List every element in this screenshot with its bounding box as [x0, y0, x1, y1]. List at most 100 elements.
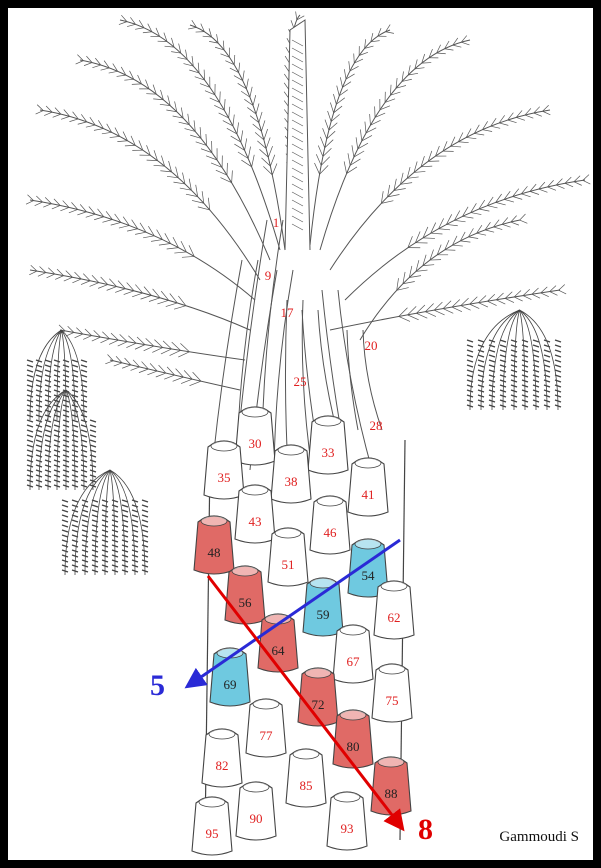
frond-pinna [92, 337, 101, 341]
frond-pinna [126, 343, 136, 348]
date-fruit [36, 395, 42, 397]
date-fruit [54, 360, 60, 362]
date-fruit [45, 385, 51, 387]
date-fruit [511, 380, 517, 382]
date-fruit [27, 405, 33, 407]
leaf-base-88: 88 [371, 757, 411, 815]
frond-pinna [390, 85, 391, 95]
date-fruit [511, 390, 517, 392]
leaf-base-80: 80 [333, 710, 373, 768]
date-fruit [478, 400, 484, 402]
date-fruit [81, 470, 87, 472]
frond-pinna [61, 116, 70, 119]
date-fruit [112, 515, 118, 517]
date-fruit [92, 565, 98, 567]
leaf-base-number: 82 [216, 758, 229, 773]
frond-pinna [425, 312, 436, 317]
date-fruit [544, 360, 550, 362]
date-fruit [45, 390, 51, 392]
frond-pinna [513, 197, 523, 200]
red-arrow-label: 8 [418, 813, 433, 846]
frond-pinna [233, 115, 234, 126]
date-fruit [62, 565, 68, 567]
date-fruit [112, 525, 118, 527]
frond-pinna [543, 111, 551, 115]
frond-pinna [220, 91, 221, 102]
date-fruit [122, 565, 128, 567]
date-fruit [81, 435, 87, 437]
frond-pinna [521, 194, 530, 197]
date-fruit [62, 525, 68, 527]
date-fruit [142, 550, 148, 552]
date-fruit [27, 410, 33, 412]
date-fruit [112, 550, 118, 552]
date-fruit [72, 460, 78, 462]
frond-pinna [252, 155, 255, 167]
date-fruit [81, 480, 87, 482]
date-fruit [36, 405, 42, 407]
frond-pinna [474, 133, 484, 135]
leaf-base-17: 17 [281, 305, 295, 320]
date-fruit [82, 545, 88, 547]
date-fruit [112, 560, 118, 562]
date-fruit [81, 385, 87, 387]
frond-pinna [174, 306, 186, 310]
date-fruit [478, 385, 484, 387]
date-fruit [82, 555, 88, 557]
date-fruit [122, 540, 128, 542]
date-fruit [112, 535, 118, 537]
date-fruit [92, 505, 98, 507]
leaf-base-cut [334, 792, 360, 802]
date-fruit [72, 420, 78, 422]
date-fruit [555, 350, 561, 352]
leaf-base-number: 48 [208, 545, 221, 560]
date-fruit [62, 515, 68, 517]
frond-pinna [477, 233, 486, 235]
date-fruit [92, 525, 98, 527]
date-fruit [45, 470, 51, 472]
date-fruit [81, 365, 87, 367]
date-fruit [511, 355, 517, 357]
frond-pinna [508, 120, 517, 123]
leaf-base-43: 43 [235, 485, 275, 543]
date-fruit [63, 420, 69, 422]
leaf-base-28: 28 [370, 418, 383, 433]
date-fruit [81, 460, 87, 462]
date-fruit [132, 570, 138, 572]
frond-pinna [102, 132, 112, 133]
date-fruit [522, 365, 528, 367]
date-fruit [122, 525, 128, 527]
date-fruit [478, 380, 484, 382]
date-fruit [27, 475, 33, 477]
date-fruit [27, 400, 33, 402]
frond-pinna [164, 375, 174, 379]
date-fruit [102, 525, 108, 527]
date-fruit [27, 465, 33, 467]
frond-pinna [77, 212, 86, 215]
frond-pinna [520, 214, 526, 220]
frond-pinna [143, 236, 154, 238]
frond-pinna [365, 122, 366, 133]
date-fruit [82, 565, 88, 567]
frond-pinna [261, 120, 265, 131]
date-fruit [54, 465, 60, 467]
date-fruit [82, 510, 88, 512]
spear-leaf [285, 20, 310, 250]
frond-pinna [547, 187, 556, 190]
date-fruit [54, 410, 60, 412]
date-fruit [489, 340, 495, 342]
date-fruit [45, 475, 51, 477]
date-fruit [555, 400, 561, 402]
frond-pinna [348, 153, 350, 165]
leaf-base-cut [379, 664, 405, 674]
frond-pinna [511, 222, 519, 225]
date-fruit [142, 525, 148, 527]
frond-pinna [496, 202, 506, 205]
date-fruit [36, 390, 42, 392]
frond-pinna [328, 111, 332, 121]
leaf-base-cut [201, 516, 227, 526]
date-fruit [63, 365, 69, 367]
date-fruit [142, 520, 148, 522]
date-fruit [142, 540, 148, 542]
date-fruit [544, 350, 550, 352]
